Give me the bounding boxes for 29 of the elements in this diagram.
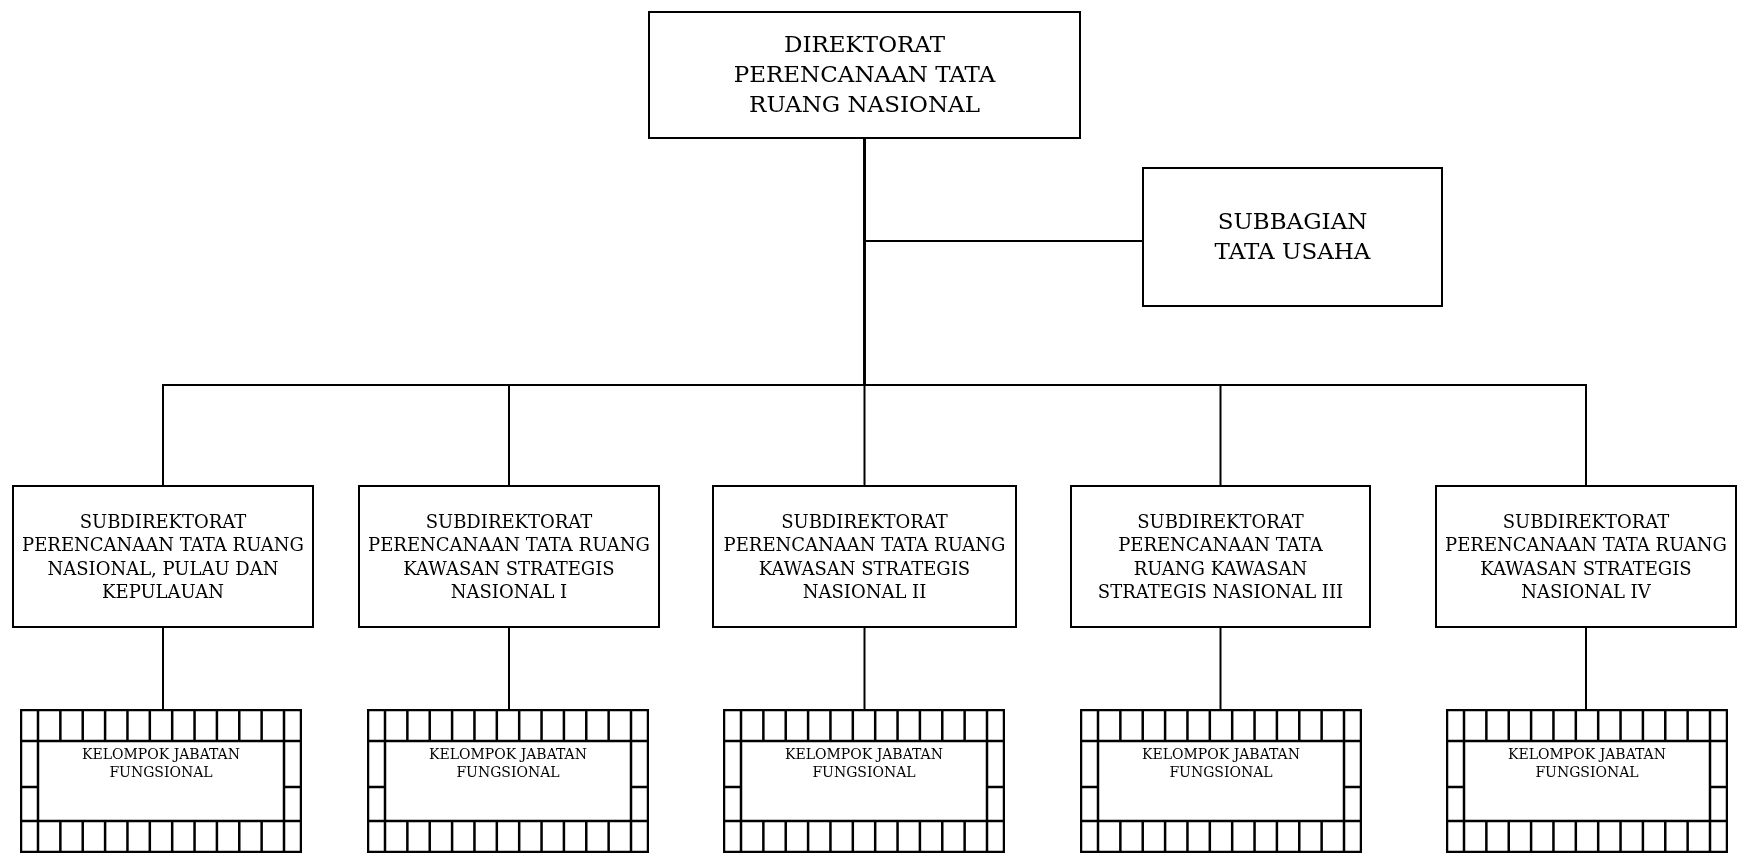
group-label: KELOMPOK JABATAN FUNGSIONAL: [428, 745, 588, 782]
unit-box: [1070, 485, 1371, 628]
unit-label: SUBDIREKTORAT PERENCANAAN TATA RUANG KAWASAN STRATEGIS NASIONAL II: [722, 509, 1007, 604]
functional-group-box: [367, 709, 649, 853]
connector-line: [863, 627, 866, 710]
unit-label: SUBDIREKTORAT PERENCANAAN TATA RUANG KAWASAN STRATEGIS NASIONAL I: [368, 509, 650, 604]
unit-box: [358, 485, 660, 628]
unit-box: [1435, 485, 1737, 628]
functional-group-box: [1080, 709, 1362, 853]
functional-group-box: [1446, 709, 1728, 853]
unit-label: SUBDIREKTORAT PERENCANAAN TATA RUANG KAWASAN STRATEGIS NASIONAL III: [1096, 509, 1345, 604]
unit-label: DIREKTORAT PERENCANAAN TATA RUANG NASIONAL: [732, 30, 997, 119]
unit-label: SUBDIREKTORAT PERENCANAAN TATA RUANG KAWASAN STRATEGIS NASIONAL IV: [1445, 509, 1727, 604]
unit-label: SUBDIREKTORAT PERENCANAAN TATA RUANG NASIONAL, PULAU DAN KEPULAUAN: [22, 509, 304, 604]
functional-group-box: [723, 709, 1005, 853]
connector-line: [162, 627, 164, 710]
unit-box: [12, 485, 314, 628]
functional-group-box: [20, 709, 302, 853]
unit-box: [712, 485, 1017, 628]
group-label: KELOMPOK JABATAN FUNGSIONAL: [784, 745, 944, 782]
unit-label: SUBBAGIAN TATA USAHA: [1214, 207, 1371, 266]
connector-line: [1219, 627, 1222, 710]
group-label: KELOMPOK JABATAN FUNGSIONAL: [81, 745, 241, 782]
group-label: KELOMPOK JABATAN FUNGSIONAL: [1507, 745, 1667, 782]
unit-box: [1142, 167, 1443, 307]
connector-line: [508, 627, 510, 710]
connector-line: [1585, 627, 1587, 710]
group-label: KELOMPOK JABATAN FUNGSIONAL: [1141, 745, 1301, 782]
unit-box: [648, 11, 1081, 139]
